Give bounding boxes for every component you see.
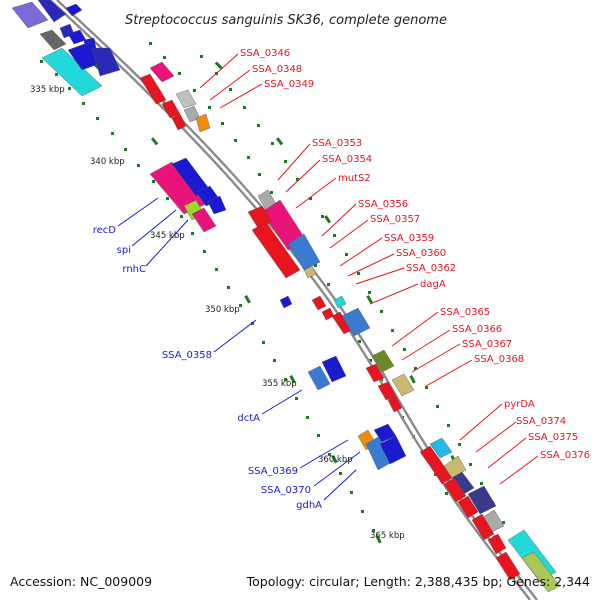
gene-label[interactable]: dctA	[237, 413, 260, 424]
tick-row-left	[40, 60, 375, 532]
gene-label[interactable]: pyrDA	[504, 399, 535, 410]
scale-labels: 335 kbp 340 kbp 345 kbp 350 kbp 355 kbp …	[30, 85, 405, 541]
gene-features	[11, 0, 561, 593]
gene-label[interactable]: SSA_0362	[406, 263, 456, 274]
gene-label[interactable]: SSA_0369	[248, 466, 298, 477]
gene-label[interactable]: gdhA	[296, 500, 322, 511]
gene-label[interactable]: dagA	[420, 279, 446, 290]
gene-label[interactable]: spi	[117, 245, 131, 256]
gene-label[interactable]: SSA_0366	[452, 324, 502, 335]
scale-label: 350 kbp	[205, 305, 240, 315]
accession-text: Accession: NC_009009	[10, 574, 152, 589]
gene-label[interactable]: SSA_0376	[540, 450, 590, 461]
gene-label[interactable]: SSA_0349	[264, 79, 314, 90]
gene-label[interactable]: SSA_0359	[384, 233, 434, 244]
scale-label: 360 kbp	[318, 455, 353, 465]
gene-label[interactable]: SSA_0367	[462, 339, 512, 350]
gene-label[interactable]: SSA_0348	[252, 64, 302, 75]
gene-label[interactable]: SSA_0358	[162, 350, 212, 361]
gene-label[interactable]: SSA_0370	[261, 485, 311, 496]
gene-label[interactable]: SSA_0360	[396, 248, 446, 259]
gene-label[interactable]: SSA_0368	[474, 354, 524, 365]
tick-row-right	[200, 55, 505, 524]
gene-label[interactable]: SSA_0374	[516, 416, 566, 427]
gene-label[interactable]: recD	[93, 225, 117, 236]
map-title: Streptococcus sanguinis SK36, complete g…	[125, 13, 447, 28]
gene-label[interactable]: SSA_0356	[358, 199, 408, 210]
inner-gene-labels: recD spi rnhC SSA_0358 dctA SSA_0369 SSA…	[93, 225, 322, 511]
gene-label[interactable]: SSA_0375	[528, 432, 578, 443]
scale-label: 345 kbp	[150, 231, 185, 241]
gene-label[interactable]: SSA_0353	[312, 138, 362, 149]
scale-label: 365 kbp	[370, 531, 405, 541]
label-leaders	[117, 53, 539, 501]
genome-summary-text: Topology: circular; Length: 2,388,435 bp…	[246, 574, 590, 589]
scale-label: 335 kbp	[30, 85, 65, 95]
outer-gene-labels: SSA_0346 SSA_0348 SSA_0349 SSA_0353 SSA_…	[240, 48, 590, 461]
gene-label[interactable]: SSA_0357	[370, 214, 420, 225]
gene-label[interactable]: SSA_0365	[440, 307, 490, 318]
scale-label: 355 kbp	[262, 379, 297, 389]
gene-label[interactable]: rnhC	[122, 264, 146, 275]
scale-label: 340 kbp	[90, 157, 125, 167]
gene-label[interactable]: SSA_0346	[240, 48, 290, 59]
gene-label[interactable]: mutS2	[338, 173, 371, 184]
gene-label[interactable]: SSA_0354	[322, 154, 372, 165]
